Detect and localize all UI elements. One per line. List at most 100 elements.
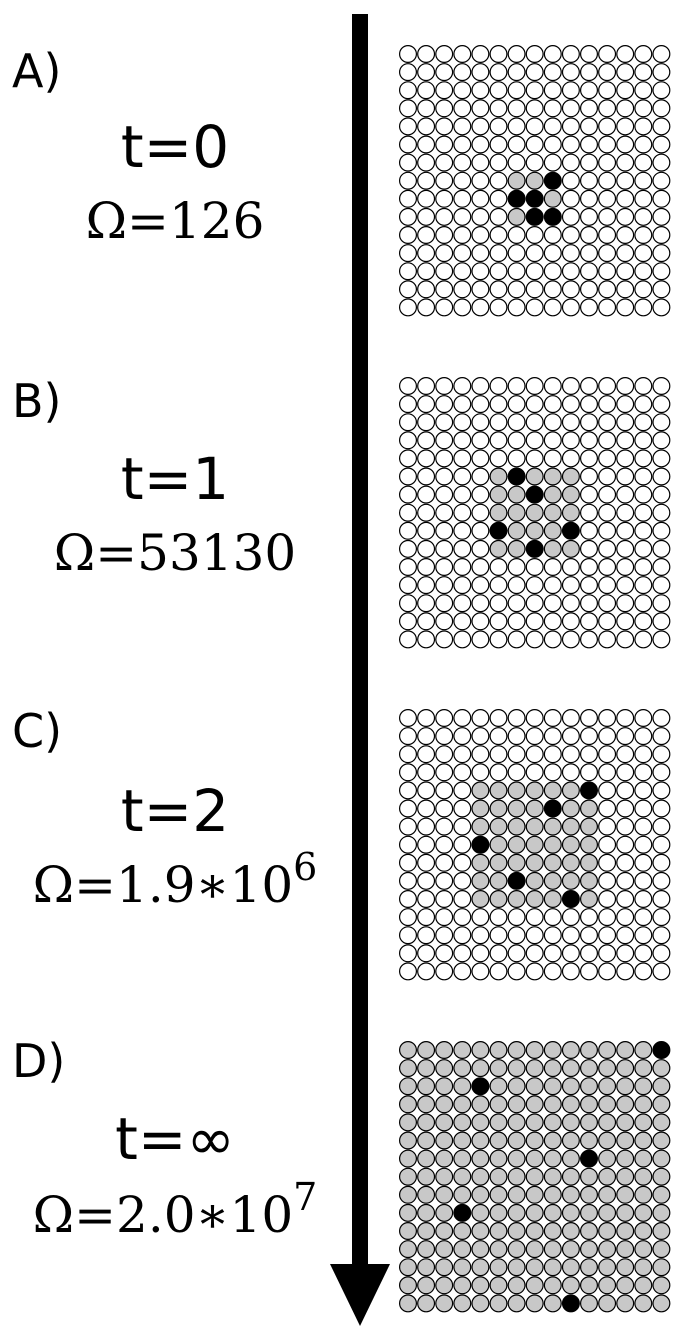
accessible-site — [417, 1131, 436, 1150]
empty-site — [453, 485, 472, 504]
accessible-site — [489, 1149, 508, 1168]
accessible-site — [580, 1113, 599, 1132]
empty-site — [580, 395, 599, 414]
accessible-site — [634, 1095, 653, 1114]
accessible-site — [435, 1131, 454, 1150]
empty-site — [652, 135, 671, 154]
empty-site — [598, 709, 617, 727]
empty-site — [399, 763, 417, 782]
empty-site — [580, 99, 599, 118]
empty-site — [399, 781, 417, 800]
accessible-site — [634, 1222, 653, 1241]
empty-site — [507, 45, 526, 63]
accessible-site — [471, 1203, 490, 1222]
empty-site — [399, 558, 417, 577]
omega-base: Ω=126 — [85, 192, 265, 250]
empty-site — [634, 63, 653, 82]
empty-site — [489, 944, 508, 963]
accessible-site — [471, 853, 490, 872]
empty-site — [435, 99, 454, 118]
accessible-site — [525, 1185, 544, 1204]
accessible-site — [525, 521, 544, 540]
accessible-site — [561, 467, 580, 486]
empty-site — [598, 226, 617, 245]
lattice-grid-b — [399, 377, 671, 649]
empty-site — [634, 612, 653, 631]
empty-site — [616, 745, 635, 764]
accessible-site — [525, 835, 544, 854]
empty-site — [652, 413, 671, 432]
empty-site — [489, 135, 508, 154]
empty-site — [435, 799, 454, 818]
empty-site — [435, 135, 454, 154]
empty-site — [561, 431, 580, 450]
accessible-site — [489, 1113, 508, 1132]
accessible-site — [471, 1185, 490, 1204]
empty-site — [435, 817, 454, 836]
empty-site — [561, 727, 580, 746]
empty-site — [525, 280, 544, 299]
empty-site — [652, 576, 671, 595]
empty-site — [525, 395, 544, 414]
accessible-site — [489, 1095, 508, 1114]
time-arrow-shaft — [352, 14, 368, 1276]
empty-site — [399, 298, 417, 317]
accessible-site — [598, 1149, 617, 1168]
accessible-site — [489, 1258, 508, 1277]
empty-site — [435, 781, 454, 800]
empty-site — [543, 612, 562, 631]
empty-site — [471, 298, 490, 317]
empty-site — [616, 485, 635, 504]
empty-site — [634, 576, 653, 595]
accessible-site — [634, 1276, 653, 1295]
accessible-site — [525, 503, 544, 522]
empty-site — [417, 853, 436, 872]
accessible-site — [580, 817, 599, 836]
empty-site — [489, 594, 508, 613]
empty-site — [634, 745, 653, 764]
accessible-site — [616, 1222, 635, 1241]
accessible-site — [598, 1095, 617, 1114]
empty-site — [471, 709, 490, 727]
empty-site — [598, 99, 617, 118]
empty-site — [489, 262, 508, 281]
accessible-site — [616, 1149, 635, 1168]
accessible-site — [435, 1167, 454, 1186]
empty-site — [471, 171, 490, 190]
empty-site — [634, 781, 653, 800]
empty-site — [471, 485, 490, 504]
empty-site — [616, 630, 635, 649]
empty-site — [598, 853, 617, 872]
accessible-site — [417, 1077, 436, 1096]
accessible-site — [435, 1185, 454, 1204]
accessible-site — [471, 817, 490, 836]
empty-site — [652, 45, 671, 63]
empty-site — [417, 262, 436, 281]
empty-site — [399, 485, 417, 504]
empty-site — [543, 377, 562, 395]
accessible-site — [652, 1203, 671, 1222]
empty-site — [399, 962, 417, 981]
empty-site — [525, 962, 544, 981]
accessible-site — [507, 1077, 526, 1096]
empty-site — [399, 377, 417, 395]
empty-site — [525, 727, 544, 746]
empty-site — [598, 799, 617, 818]
empty-site — [616, 763, 635, 782]
empty-site — [652, 709, 671, 727]
empty-site — [453, 207, 472, 226]
empty-site — [616, 81, 635, 100]
empty-site — [489, 226, 508, 245]
empty-site — [543, 244, 562, 263]
empty-site — [471, 521, 490, 540]
empty-site — [634, 594, 653, 613]
accessible-site — [435, 1113, 454, 1132]
empty-site — [417, 763, 436, 782]
accessible-site — [507, 1059, 526, 1078]
empty-site — [634, 835, 653, 854]
empty-site — [616, 709, 635, 727]
empty-site — [525, 45, 544, 63]
empty-site — [507, 709, 526, 727]
accessible-site — [417, 1185, 436, 1204]
empty-site — [652, 503, 671, 522]
